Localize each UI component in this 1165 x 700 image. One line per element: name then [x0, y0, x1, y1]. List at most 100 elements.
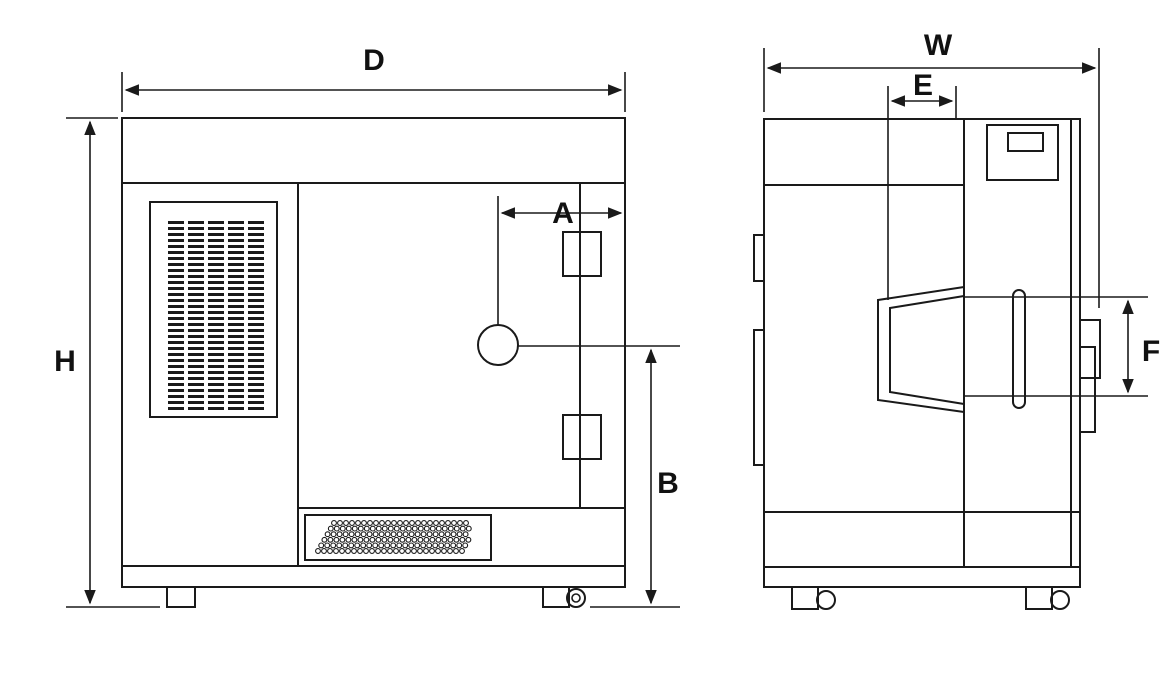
vent-slat	[228, 347, 244, 350]
vent-hole	[447, 536, 454, 543]
vent-hole	[450, 542, 457, 549]
vent-slat	[168, 257, 184, 260]
vent-slat	[228, 371, 244, 374]
vent-slat	[208, 239, 224, 242]
vent-hole	[345, 525, 352, 532]
vent-slat	[208, 395, 224, 398]
vent-slat	[248, 293, 264, 296]
vent-slat	[168, 329, 184, 332]
vent-slat	[188, 353, 204, 356]
vent-slat	[248, 395, 264, 398]
vent-hole	[402, 531, 409, 538]
vent-hole	[429, 536, 436, 543]
vent-hole	[426, 531, 433, 538]
vent-slat	[228, 395, 244, 398]
vent-hole	[429, 525, 436, 532]
vent-slat	[248, 347, 264, 350]
vent-hole	[411, 548, 417, 554]
vent-slat	[168, 251, 184, 254]
vent-hole	[420, 542, 427, 549]
vent-hole	[357, 548, 363, 554]
vent-slat	[208, 263, 224, 266]
front-cabinet-outline	[121, 117, 626, 588]
vent-hole	[429, 548, 435, 554]
vent-slat	[168, 311, 184, 314]
vent-slat	[248, 287, 264, 290]
b-label: B	[657, 467, 679, 500]
vent-hole	[435, 536, 442, 543]
vent-hole	[366, 542, 373, 549]
vent-slat	[228, 251, 244, 254]
vent-slat	[228, 407, 244, 410]
vent-hole	[459, 536, 466, 543]
vent-slat	[188, 233, 204, 236]
vent-hole	[396, 542, 403, 549]
vent-slat	[248, 227, 264, 230]
vent-slat	[188, 317, 204, 320]
vent-slat	[228, 293, 244, 296]
vent-slat	[188, 263, 204, 266]
vent-hole	[403, 520, 409, 526]
vent-slat	[188, 287, 204, 290]
dimension-h: H	[54, 117, 160, 608]
vent-slat	[248, 275, 264, 278]
vent-hole	[387, 525, 394, 532]
vent-hole	[384, 542, 391, 549]
vent-hole	[432, 531, 439, 538]
vent-slat	[188, 359, 204, 362]
vent-slat	[228, 389, 244, 392]
vent-slat	[168, 407, 184, 410]
vent-hole	[330, 542, 337, 549]
vent-slat	[228, 221, 244, 224]
side-cabinet-outline	[763, 118, 1081, 588]
vent-hole	[421, 520, 427, 526]
vent-hole	[409, 520, 415, 526]
vent-hole	[456, 531, 463, 538]
vent-hole	[450, 531, 457, 538]
vent-slat	[228, 323, 244, 326]
vent-slat	[248, 257, 264, 260]
control-panel	[986, 124, 1059, 181]
vent-hole	[387, 536, 394, 543]
vent-hole	[438, 531, 445, 538]
vent-hole	[462, 542, 469, 549]
vent-hole	[399, 548, 405, 554]
control-display	[1007, 132, 1044, 152]
vent-slat	[168, 323, 184, 326]
vent-hole	[321, 548, 327, 554]
dimension-d: D	[121, 44, 626, 112]
vent-hole	[465, 536, 472, 543]
vent-hole	[433, 520, 439, 526]
vent-slat	[248, 377, 264, 380]
vent-slat	[248, 365, 264, 368]
vent-slat	[168, 299, 184, 302]
vent-hole	[336, 531, 343, 538]
vent-hole	[441, 536, 448, 543]
vent-slat	[228, 317, 244, 320]
vent-slat	[228, 359, 244, 362]
vent-slat	[248, 221, 264, 224]
vent-hole	[345, 536, 352, 543]
vent-slat	[188, 407, 204, 410]
vent-slat	[228, 299, 244, 302]
vent-hole	[463, 520, 469, 526]
vent-slat	[248, 281, 264, 284]
vent-hole	[453, 536, 460, 543]
vent-slat	[228, 287, 244, 290]
rear-fitting-lower	[1079, 346, 1096, 433]
vent-hole	[327, 548, 333, 554]
vent-slat	[168, 269, 184, 272]
side-view	[753, 118, 1101, 610]
vent-hole	[439, 520, 445, 526]
vent-slat	[168, 275, 184, 278]
vent-slat	[248, 401, 264, 404]
vent-hole	[351, 525, 358, 532]
vent-slat	[188, 227, 204, 230]
vent-hole	[360, 542, 367, 549]
vent-hole	[411, 536, 418, 543]
vent-hole	[408, 531, 415, 538]
vent-slat	[208, 287, 224, 290]
vent-slat	[228, 233, 244, 236]
vent-hole	[333, 548, 339, 554]
vent-slat	[208, 305, 224, 308]
